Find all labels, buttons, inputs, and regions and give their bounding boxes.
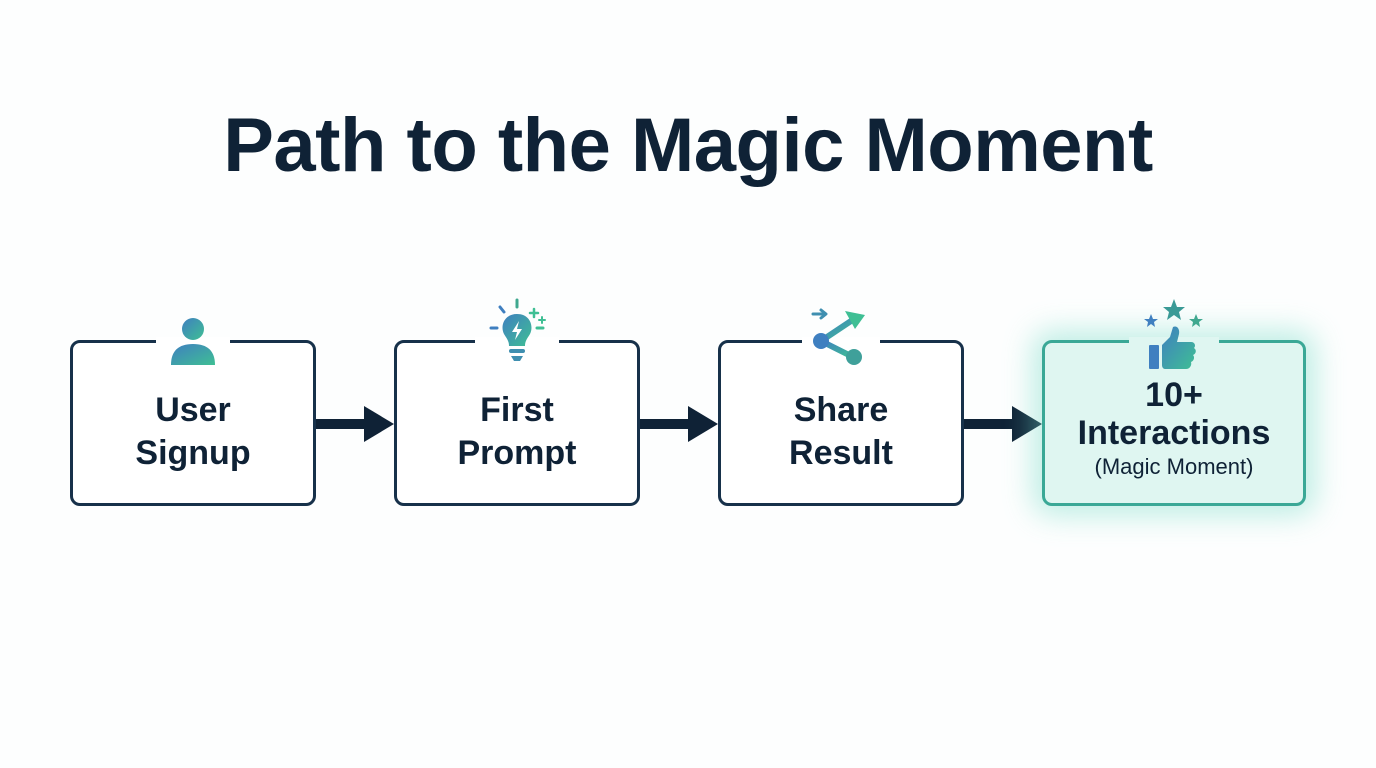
border-gap [156,337,230,347]
step-label: First Prompt [457,391,577,472]
share-icon [811,308,865,365]
step-label: Share Result [789,391,893,472]
border-gap [802,337,880,347]
lightbulb-icon [489,298,546,361]
arrow-right-icon [640,406,718,442]
page-title: Path to the Magic Moment [223,103,1153,188]
arrow-right-icon [316,406,394,442]
user-icon [171,318,215,365]
step-label: User Signup [135,391,251,472]
arrow-right-icon [964,406,1042,442]
step-first-prompt: First Prompt [394,298,640,506]
step-magic-moment: 10+ Interactions (Magic Moment) [1042,299,1306,506]
thumbs-up-stars-icon [1144,299,1203,369]
step-share-result: Share Result [718,308,964,506]
step-sublabel: (Magic Moment) [1094,454,1254,479]
step-label: 10+ Interactions (Magic Moment) [1078,376,1271,482]
step-user-signup: User Signup [70,318,316,506]
